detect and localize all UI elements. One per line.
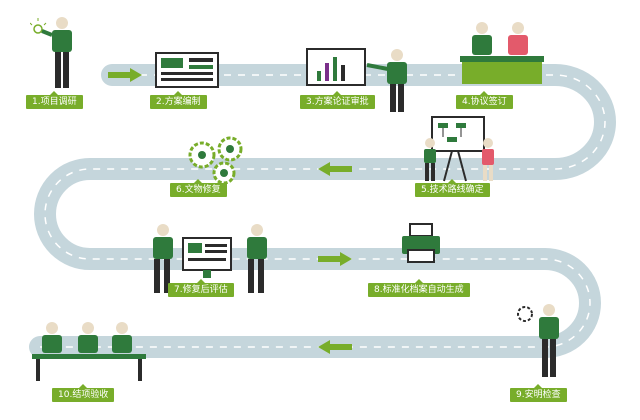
step-label-4: 4.协议签订 [456, 91, 513, 109]
arrow-left-icon [318, 162, 352, 176]
gears-icon [188, 136, 243, 185]
step-label-9: 9.安明检查 [510, 384, 567, 402]
step-label-7: 7.修复后评估 [168, 279, 234, 297]
flowchart-board-icon [424, 116, 494, 182]
handshake-icon [460, 22, 544, 84]
chart-board-icon [306, 48, 407, 112]
step-label-10: 10.结项验收 [52, 384, 115, 402]
step-label-3: 3.方案论证审批 [300, 91, 375, 109]
step-label-6: 6.文物修复 [170, 179, 227, 197]
gear-icon [517, 304, 559, 377]
printer-icon [402, 223, 440, 263]
acceptance-team-figure [32, 322, 146, 381]
step-label-1: 1.项目调研 [26, 91, 83, 109]
step-label-2: 2.方案编制 [150, 91, 207, 109]
arrow-right-icon [318, 252, 352, 266]
step-label-8: 8.标准化档案自动生成 [368, 279, 470, 297]
lightbulb-icon [30, 18, 47, 34]
step-label-5: 5.技术路线确定 [415, 179, 490, 197]
monitor-icon [153, 224, 267, 293]
researcher-figure [30, 17, 72, 88]
document-icon [155, 52, 219, 88]
arrow-right-icon [108, 68, 142, 82]
arrow-left-icon [318, 340, 352, 354]
